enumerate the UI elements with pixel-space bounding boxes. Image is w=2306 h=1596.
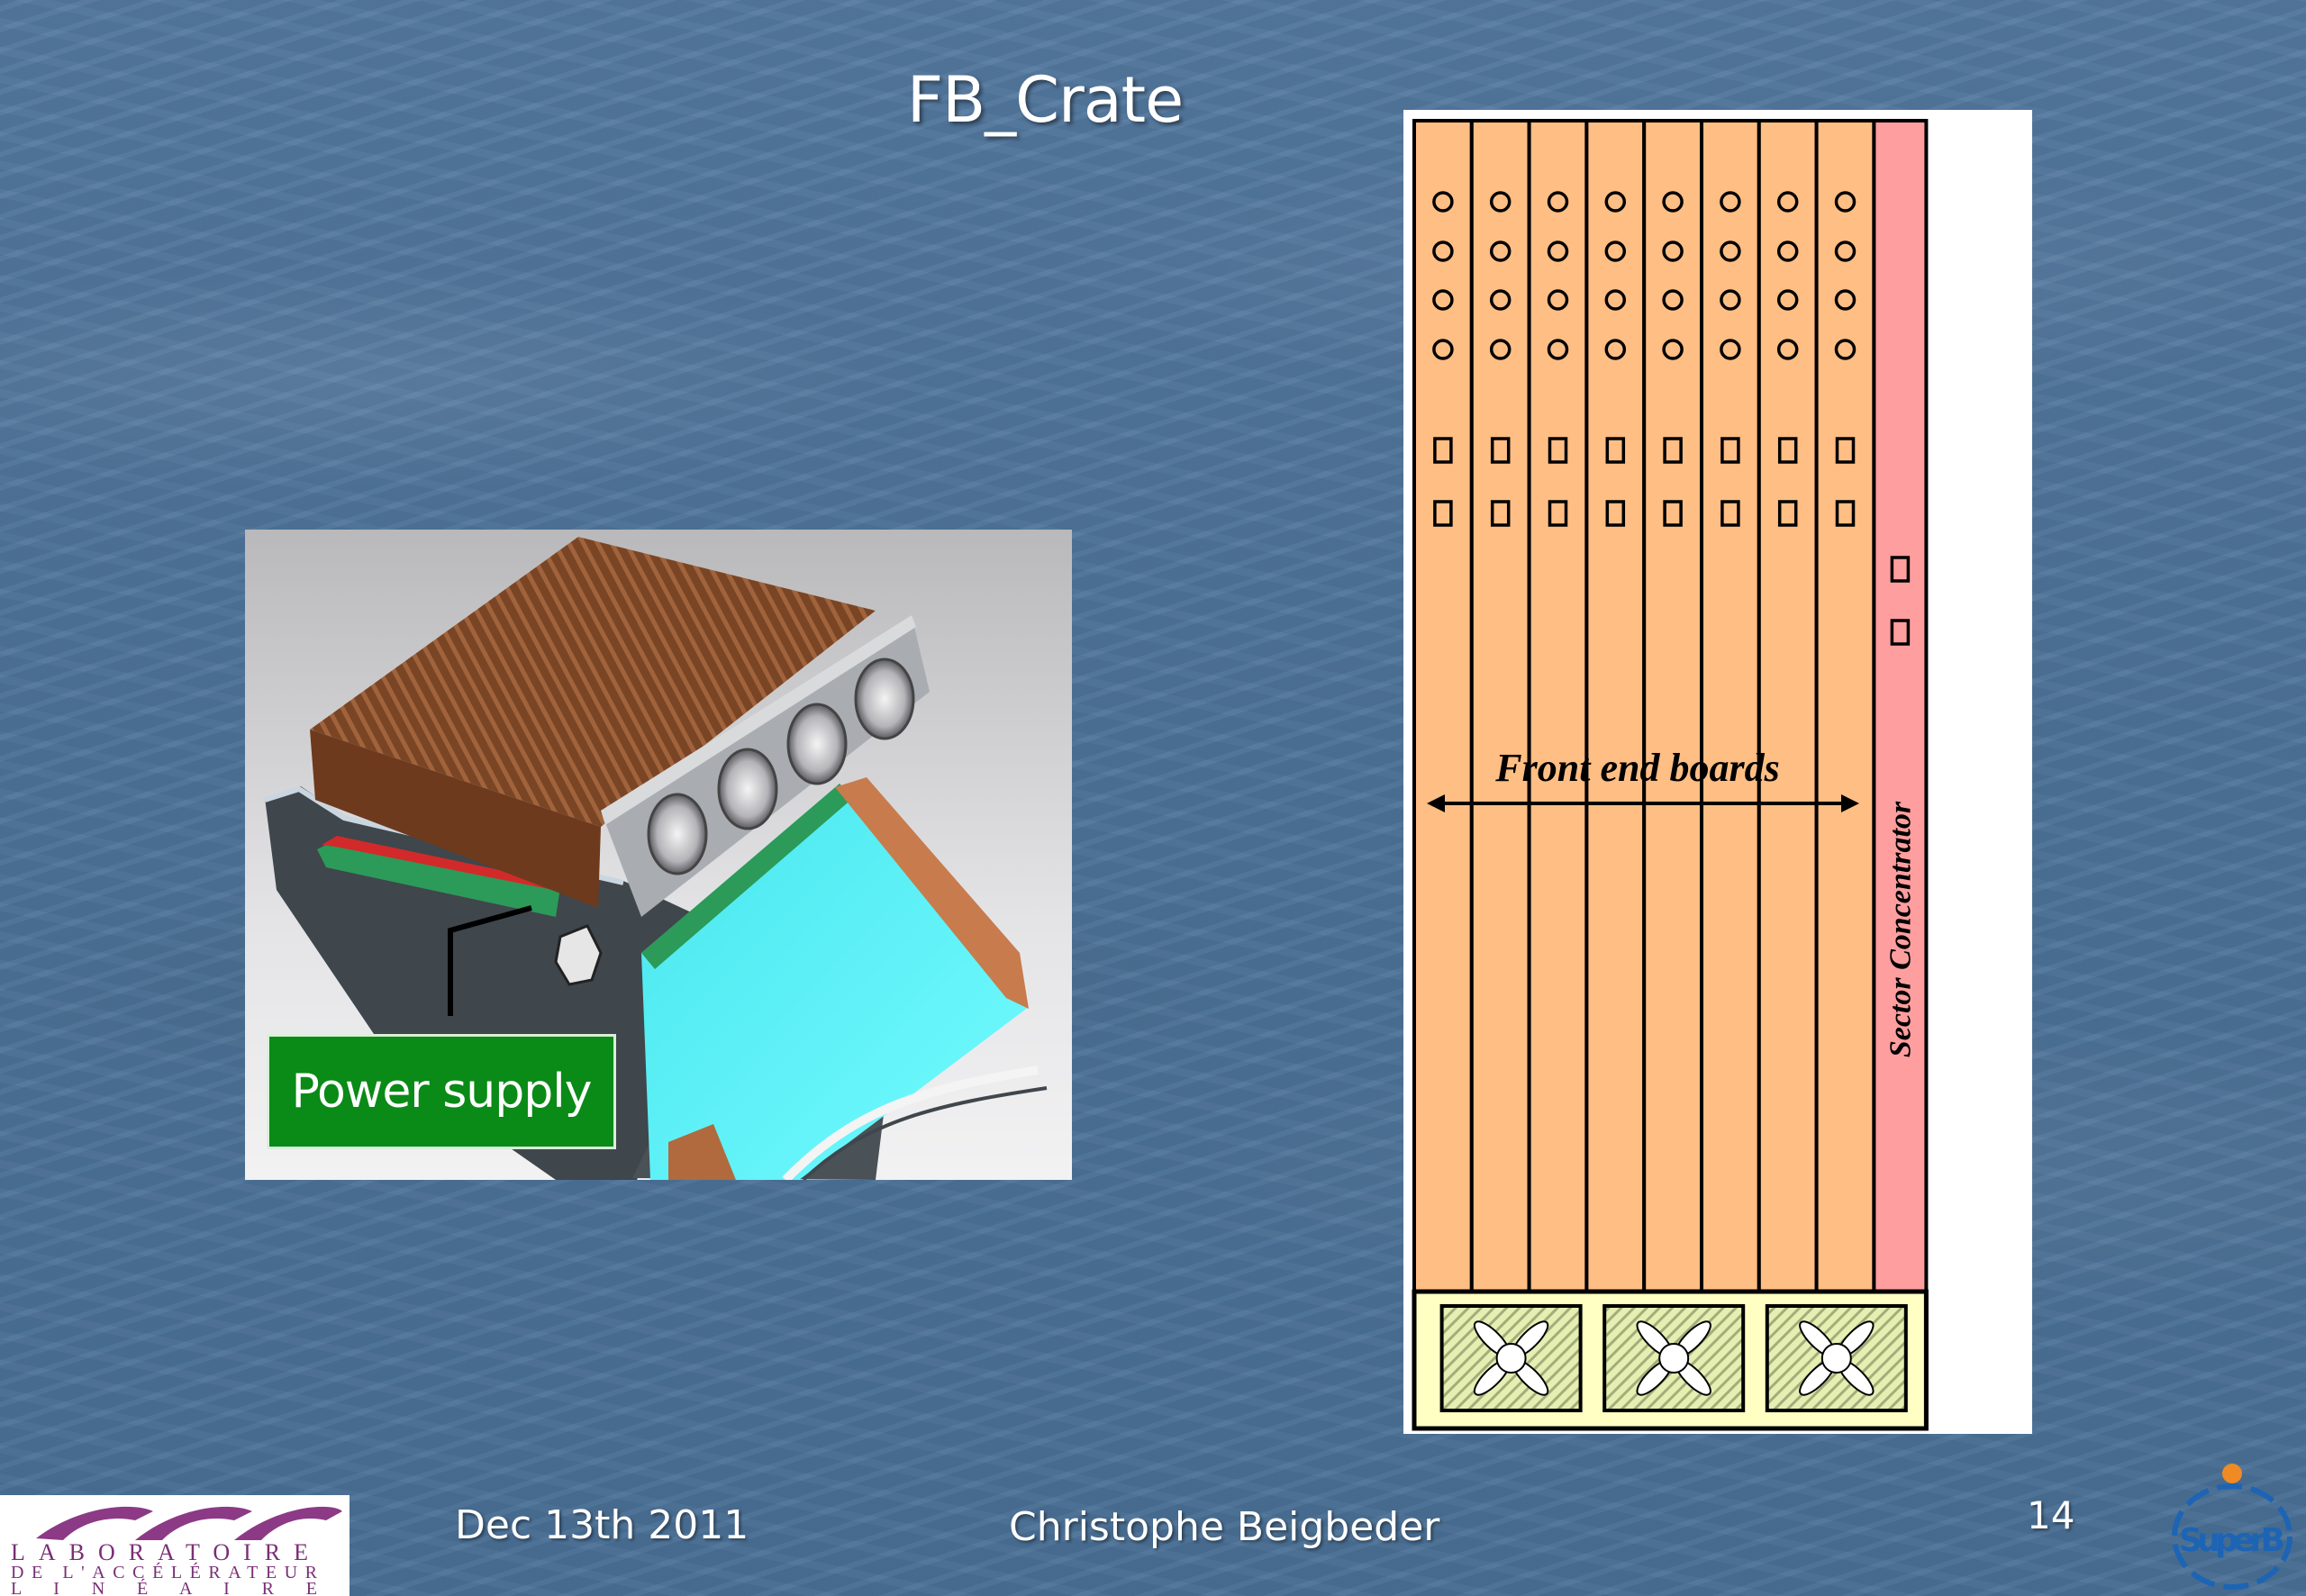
board-led-7-2 (1776, 240, 1799, 262)
concentrator-connector-1 (1890, 556, 1911, 583)
board-led-8-3 (1834, 289, 1857, 311)
board-led-7-4 (1776, 339, 1799, 360)
footer-author: Christophe Beigbeder (1009, 1504, 1440, 1550)
board-led-3-3 (1547, 289, 1569, 311)
heatsink (310, 537, 876, 827)
board-connector-2-1 (1490, 437, 1511, 464)
board-connector-7-1 (1777, 437, 1798, 464)
front-end-boards-group (1412, 119, 1876, 1293)
board-connector-1-2 (1433, 500, 1453, 527)
lal-logo: LABORATOIRE DE L'ACCÉLÉRATEUR L I N É A … (0, 1495, 350, 1596)
board-led-8-1 (1834, 191, 1857, 213)
fan-3 (1765, 1304, 1908, 1412)
board-connector-4-1 (1605, 437, 1626, 464)
board-connector-8-2 (1835, 500, 1856, 527)
board-led-6-3 (1720, 289, 1741, 311)
boards-arrow-left-head (1427, 794, 1445, 812)
board-led-5-3 (1662, 289, 1684, 311)
board-led-4-1 (1604, 191, 1627, 213)
sector-concentrator-group (1872, 119, 1929, 1293)
board-connector-6-2 (1720, 500, 1740, 527)
board-led-1-4 (1432, 339, 1454, 360)
sector-concentrator-board (1872, 119, 1929, 1293)
footer-date: Dec 13th 2011 (455, 1502, 749, 1548)
fan-tray-group (1412, 1289, 1929, 1431)
footer-page-number: 14 (2027, 1493, 2075, 1537)
board-led-4-4 (1604, 339, 1627, 360)
board-led-3-4 (1547, 339, 1569, 360)
front-end-board-8 (1814, 119, 1876, 1293)
board-connector-6-1 (1720, 437, 1740, 464)
board-led-1-1 (1432, 191, 1454, 213)
board-connector-8-1 (1835, 437, 1856, 464)
fan-hub-2 (1658, 1343, 1690, 1374)
board-led-3-2 (1547, 240, 1569, 262)
board-led-3-1 (1547, 191, 1569, 213)
board-led-5-4 (1662, 339, 1684, 360)
front-end-board-6 (1700, 119, 1761, 1293)
board-led-4-2 (1604, 240, 1627, 262)
fan-hub-1 (1495, 1343, 1527, 1374)
board-led-7-1 (1776, 191, 1799, 213)
board-connector-5-1 (1663, 437, 1683, 464)
front-end-board-5 (1642, 119, 1704, 1293)
board-led-8-4 (1834, 339, 1857, 360)
crate-render-image (245, 530, 1072, 1180)
pcb-board (317, 840, 560, 917)
front-end-board-4 (1584, 119, 1647, 1293)
sector-concentrator-label: Sector Concentrator (1884, 801, 1917, 1057)
board-led-2-2 (1489, 240, 1512, 262)
boards-arrow-right-head (1841, 794, 1859, 812)
power-supply-label: Power supply (267, 1034, 616, 1149)
superb-logo-text: SuperB (2179, 1522, 2285, 1559)
board-led-2-3 (1489, 289, 1512, 311)
front-end-board-2 (1469, 119, 1531, 1293)
front-end-boards-label: Front end boards (1494, 746, 1779, 790)
board-connector-4-2 (1605, 500, 1626, 527)
board-led-1-2 (1432, 240, 1454, 262)
fan-hub-3 (1820, 1343, 1852, 1374)
front-end-board-3 (1527, 119, 1589, 1293)
front-end-board-1 (1412, 119, 1474, 1293)
lal-logo-line-3: L I N É A I R E (11, 1578, 317, 1596)
superb-logo: SuperB (2172, 1464, 2292, 1590)
board-led-6-2 (1720, 240, 1741, 262)
board-connector-3-1 (1548, 437, 1568, 464)
board-led-5-2 (1662, 240, 1684, 262)
crate-body (265, 786, 749, 1180)
board-connector-3-2 (1548, 500, 1568, 527)
board-led-7-3 (1776, 289, 1799, 311)
board-led-6-4 (1720, 339, 1741, 360)
board-connector-5-2 (1663, 500, 1683, 527)
board-led-2-1 (1489, 191, 1512, 213)
board-led-1-3 (1432, 289, 1454, 311)
slide-title: FB_Crate (906, 63, 1184, 137)
board-led-6-1 (1720, 191, 1741, 213)
fan-1 (1439, 1304, 1583, 1412)
front-end-board-7 (1757, 119, 1819, 1293)
board-connector-1-1 (1433, 437, 1453, 464)
board-connector-2-2 (1490, 500, 1511, 527)
concentrator-connector-2 (1890, 619, 1911, 646)
board-led-5-1 (1662, 191, 1684, 213)
board-led-8-2 (1834, 240, 1857, 262)
board-led-2-4 (1489, 339, 1512, 360)
crate-diagram: Front end boards Sector Concentrator (1403, 110, 2032, 1434)
board-connector-7-2 (1777, 500, 1798, 527)
fan-2 (1602, 1304, 1746, 1412)
fan-row (647, 657, 915, 875)
board-led-4-3 (1604, 289, 1627, 311)
power-supply-leader (448, 905, 532, 1016)
